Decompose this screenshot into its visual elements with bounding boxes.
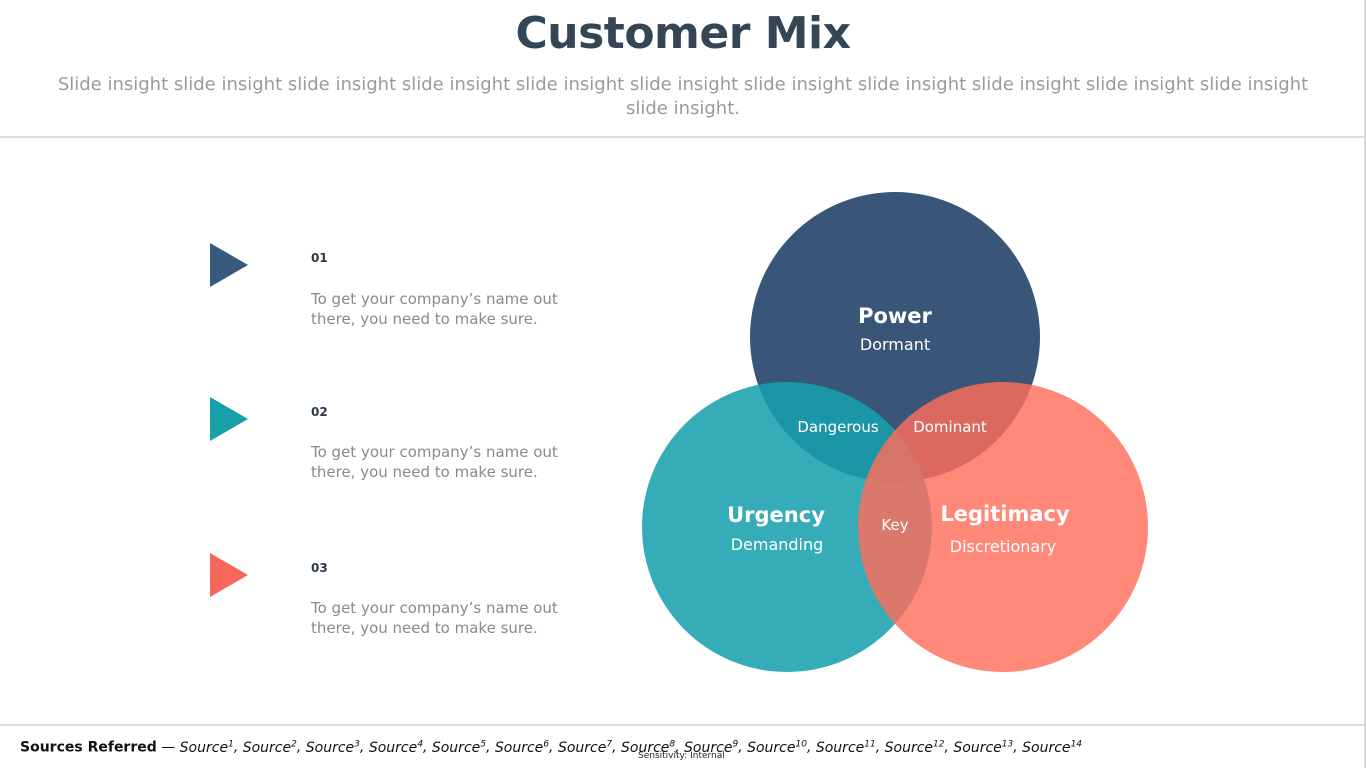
item-number: 03 (311, 561, 328, 575)
item-description: To get your company’s name out there, yo… (311, 443, 558, 481)
source-ref: Source5 (431, 739, 486, 756)
sources-list: Source1, Source2, Source3, Source4, Sour… (179, 739, 1083, 756)
slide-insight: Slide insight slide insight slide insigh… (57, 74, 1309, 119)
list-item-03: 03 To get your company’s name out there,… (205, 553, 625, 663)
item-description: To get your company’s name out there, yo… (311, 290, 558, 328)
item-number: 01 (311, 251, 328, 265)
source-ref: Source14 (1022, 739, 1083, 756)
overlap-dangerous: Dangerous (797, 418, 879, 436)
header-divider (0, 136, 1366, 138)
page-title: Customer Mix (515, 8, 851, 59)
slide-border (1364, 0, 1366, 768)
source-ref: Source3 (305, 739, 360, 756)
source-ref: Source9 (684, 739, 739, 756)
source-ref: Source12 (884, 739, 945, 756)
venn-circle-legitimacy (858, 382, 1148, 672)
sensitivity-label: Sensitivity: Internal (638, 751, 725, 761)
power-label: Power (858, 304, 932, 328)
footer-divider (0, 724, 1366, 726)
play-triangle-icon (210, 553, 248, 597)
source-ref: Source6 (494, 739, 550, 756)
source-ref: Source1 (179, 739, 234, 756)
overlap-dominant: Dominant (913, 418, 987, 436)
urgency-sublabel: Demanding (731, 535, 824, 554)
urgency-label: Urgency (727, 503, 825, 527)
power-sublabel: Dormant (860, 335, 930, 354)
venn-circle-urgency (642, 382, 932, 672)
source-ref: Source13 (953, 739, 1014, 756)
legitimacy-sublabel: Discretionary (950, 537, 1056, 556)
item-description: To get your company’s name out there, yo… (311, 599, 558, 637)
sources-heading: Sources Referred (20, 739, 157, 756)
source-ref: Source7 (557, 739, 613, 756)
overlap-key: Key (881, 516, 908, 534)
source-ref: Source10 (747, 739, 807, 756)
sources-separator: — (156, 739, 180, 756)
source-ref: Source8 (621, 739, 676, 756)
list-item-02: 02 To get your company’s name out there,… (205, 397, 625, 507)
sources-footer: Sources Referred — Source1, Source2, Sou… (20, 739, 1082, 756)
item-number: 02 (311, 405, 328, 419)
source-ref: Source2 (242, 739, 297, 756)
play-triangle-icon (210, 397, 248, 441)
source-ref: Source4 (368, 739, 423, 756)
source-ref: Source11 (815, 739, 876, 756)
play-triangle-icon (210, 243, 248, 287)
list-item-01: 01 To get your company’s name out there,… (205, 243, 625, 353)
legitimacy-label: Legitimacy (940, 502, 1070, 526)
